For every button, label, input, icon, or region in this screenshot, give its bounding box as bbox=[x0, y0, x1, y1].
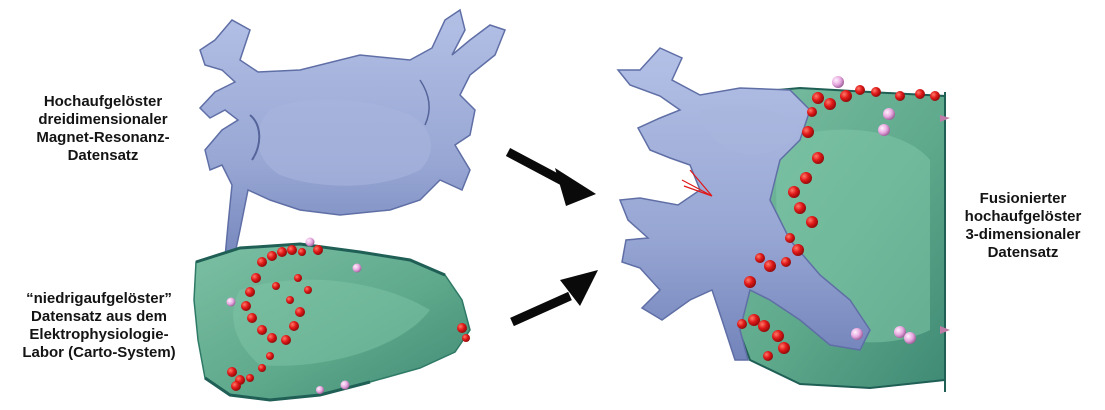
carto-map-model bbox=[194, 244, 470, 400]
mri-left-atrium-model bbox=[200, 10, 505, 268]
arrow-mri-to-fusion bbox=[508, 152, 596, 206]
arrow-carto-to-fusion bbox=[512, 270, 598, 322]
